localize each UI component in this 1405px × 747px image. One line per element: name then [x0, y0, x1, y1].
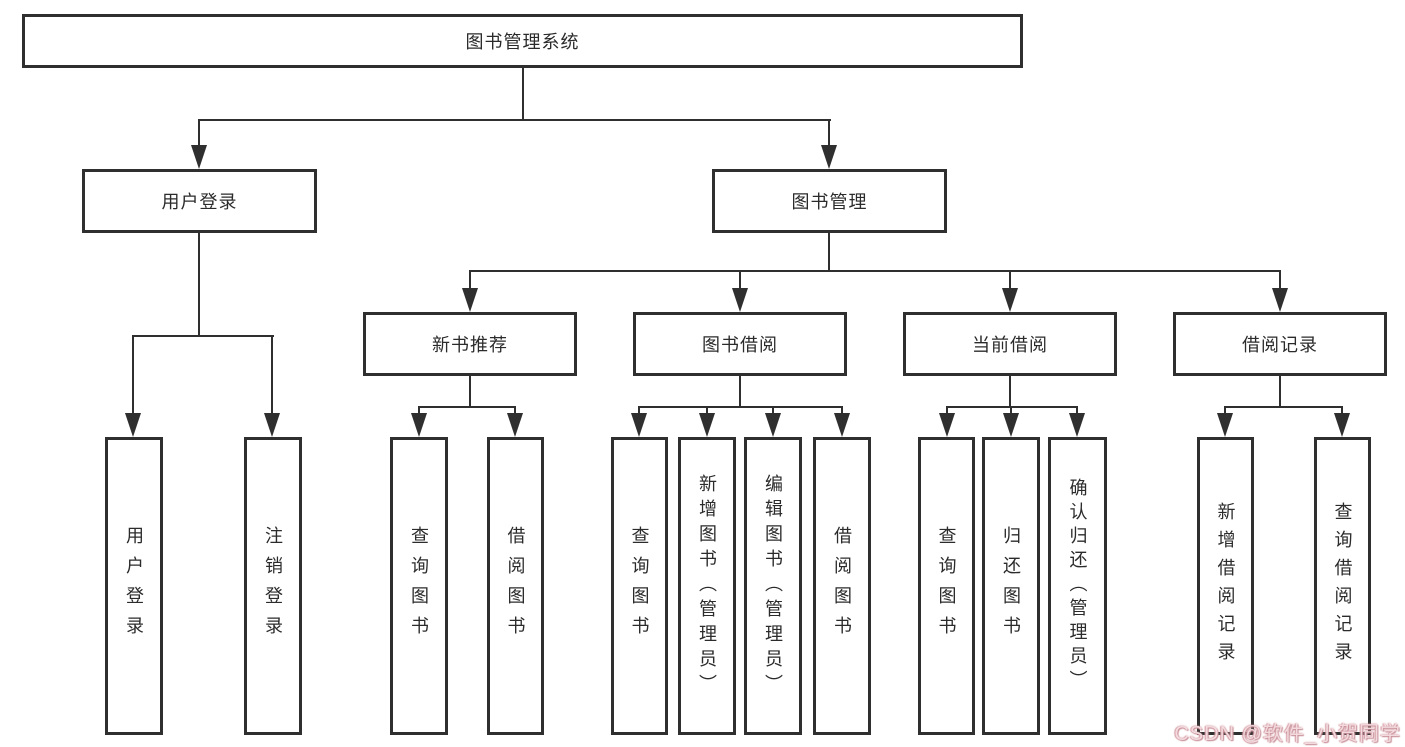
connector-line [638, 406, 640, 416]
node-label: 图书借阅 [702, 335, 778, 355]
arrowhead-down-icon [125, 413, 141, 437]
arrowhead-down-icon [631, 413, 647, 437]
arrowhead-down-icon [732, 288, 748, 312]
arrowhead-down-icon [1217, 413, 1233, 437]
leaf-label: 查询图书 [409, 526, 429, 646]
leaf-logout: 注销登录 [244, 437, 302, 735]
connector-line [739, 270, 741, 293]
node-user-login: 用户登录 [82, 169, 317, 233]
node-label: 图书管理 [791, 192, 868, 212]
connector-line [198, 119, 831, 121]
connector-line [1341, 406, 1343, 416]
arrowhead-down-icon [699, 413, 715, 437]
arrowhead-down-icon [264, 413, 280, 437]
leaf-query-books-current: 查询图书 [918, 437, 975, 735]
leaf-edit-books-admin: 编辑图书（管理员） [744, 437, 802, 735]
leaf-add-borrow-record: 新增借阅记录 [1197, 437, 1254, 735]
connector-line [469, 376, 471, 407]
node-label: 借阅记录 [1242, 335, 1318, 355]
arrowhead-down-icon [462, 288, 478, 312]
leaf-query-books-recommend: 查询图书 [390, 437, 448, 735]
leaf-add-books-admin: 新增图书（管理员） [678, 437, 736, 735]
connector-line [946, 406, 1078, 408]
leaf-label: 新增借阅记录 [1215, 502, 1236, 670]
leaf-label: 查询借阅记录 [1332, 502, 1353, 670]
connector-line [514, 406, 516, 416]
leaf-label: 查询图书 [936, 526, 957, 646]
connector-line [1010, 406, 1012, 416]
connector-line [1076, 406, 1078, 416]
connector-line [1279, 376, 1281, 407]
connector-line [198, 233, 200, 336]
connector-line [469, 270, 1281, 272]
leaf-label: 用户登录 [124, 526, 144, 646]
node-new-book-recommendation: 新书推荐 [363, 312, 577, 376]
connector-line [1279, 270, 1281, 293]
connector-line [1224, 406, 1226, 416]
connector-line [841, 406, 843, 416]
connector-line [132, 335, 134, 416]
arrowhead-down-icon [821, 145, 837, 169]
connector-line [1224, 406, 1343, 408]
leaf-label: 借阅图书 [832, 526, 852, 646]
connector-line [828, 233, 830, 271]
leaf-label: 归还图书 [1001, 526, 1021, 646]
arrowhead-down-icon [1002, 288, 1018, 312]
connector-line [772, 406, 774, 416]
arrowhead-down-icon [411, 413, 427, 437]
arrowhead-down-icon [1334, 413, 1350, 437]
arrowhead-down-icon [939, 413, 955, 437]
node-label: 用户登录 [161, 192, 238, 212]
leaf-label: 确认归还（管理员） [1067, 478, 1088, 694]
leaf-query-books-borrowing: 查询图书 [611, 437, 668, 735]
leaf-borrow-books-borrowing: 借阅图书 [813, 437, 871, 735]
leaf-return-books: 归还图书 [982, 437, 1040, 735]
node-label: 新书推荐 [432, 335, 508, 355]
arrowhead-down-icon [834, 413, 850, 437]
node-library-management-system: 图书管理系统 [22, 14, 1023, 68]
arrowhead-down-icon [765, 413, 781, 437]
leaf-query-borrow-record: 查询借阅记录 [1314, 437, 1371, 735]
node-borrowing-records: 借阅记录 [1173, 312, 1387, 376]
node-label: 当前借阅 [972, 335, 1048, 355]
leaf-label: 注销登录 [263, 526, 283, 646]
arrowhead-down-icon [507, 413, 523, 437]
connector-line [522, 68, 524, 120]
leaf-label: 借阅图书 [505, 526, 526, 646]
leaf-label: 新增图书（管理员） [697, 473, 717, 699]
arrowhead-down-icon [1272, 288, 1288, 312]
leaf-borrow-books-recommend: 借阅图书 [487, 437, 544, 735]
node-current-borrowing: 当前借阅 [903, 312, 1117, 376]
arrowhead-down-icon [1003, 413, 1019, 437]
node-book-borrowing: 图书借阅 [633, 312, 847, 376]
node-label: 图书管理系统 [465, 32, 580, 52]
node-book-management: 图书管理 [712, 169, 947, 233]
leaf-user-login: 用户登录 [105, 437, 163, 735]
connector-line [706, 406, 708, 416]
connector-line [418, 406, 516, 408]
connector-line [418, 406, 420, 416]
leaf-label: 编辑图书（管理员） [763, 473, 783, 699]
leaf-confirm-return-admin: 确认归还（管理员） [1048, 437, 1107, 735]
connector-line [1009, 376, 1011, 407]
connector-line [132, 335, 274, 337]
arrowhead-down-icon [1069, 413, 1085, 437]
connector-line [469, 270, 471, 293]
connector-line [828, 119, 830, 150]
connector-line [739, 376, 741, 407]
leaf-label: 查询图书 [629, 526, 650, 646]
connector-line [638, 406, 843, 408]
connector-line [271, 335, 273, 416]
connector-line [946, 406, 948, 416]
arrowhead-down-icon [191, 145, 207, 169]
connector-line [1009, 270, 1011, 293]
connector-line [198, 119, 200, 150]
